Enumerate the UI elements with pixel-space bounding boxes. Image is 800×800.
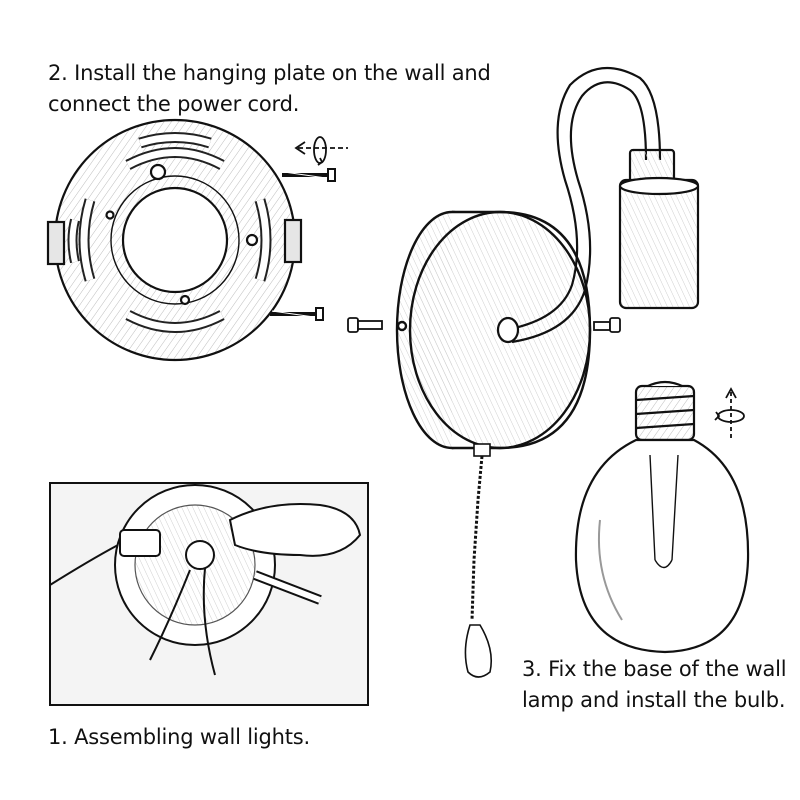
hanging-plate: [46, 118, 303, 362]
step-3-line-2: lamp and install the bulb.: [522, 688, 786, 712]
step-1-line-1: 1. Assembling wall lights.: [48, 725, 310, 749]
lamp-socket: [618, 148, 700, 310]
pull-chain: [464, 443, 493, 678]
bolt-right: [593, 317, 621, 333]
step-3-caption: 3. Fix the base of the wall lamp and ins…: [522, 654, 787, 716]
lamp-arm: [496, 66, 662, 344]
rotate-arrow-icon: [294, 136, 348, 166]
screw-top: [282, 168, 336, 182]
step-3-line-1: 3. Fix the base of the wall: [522, 657, 787, 681]
screw-bottom: [270, 307, 324, 321]
lamp-base: [395, 210, 592, 450]
step-2-line-1: 2. Install the hanging plate on the wall…: [48, 61, 491, 85]
step-2-caption: 2. Install the hanging plate on the wall…: [48, 58, 491, 120]
step-1-caption: 1. Assembling wall lights.: [48, 722, 310, 753]
rotate-arrow-icon-bulb: [714, 387, 745, 440]
assembly-photo: [49, 482, 369, 706]
step-2-line-2: connect the power cord.: [48, 92, 300, 116]
bolt-left: [347, 317, 383, 333]
light-bulb: [574, 380, 750, 654]
